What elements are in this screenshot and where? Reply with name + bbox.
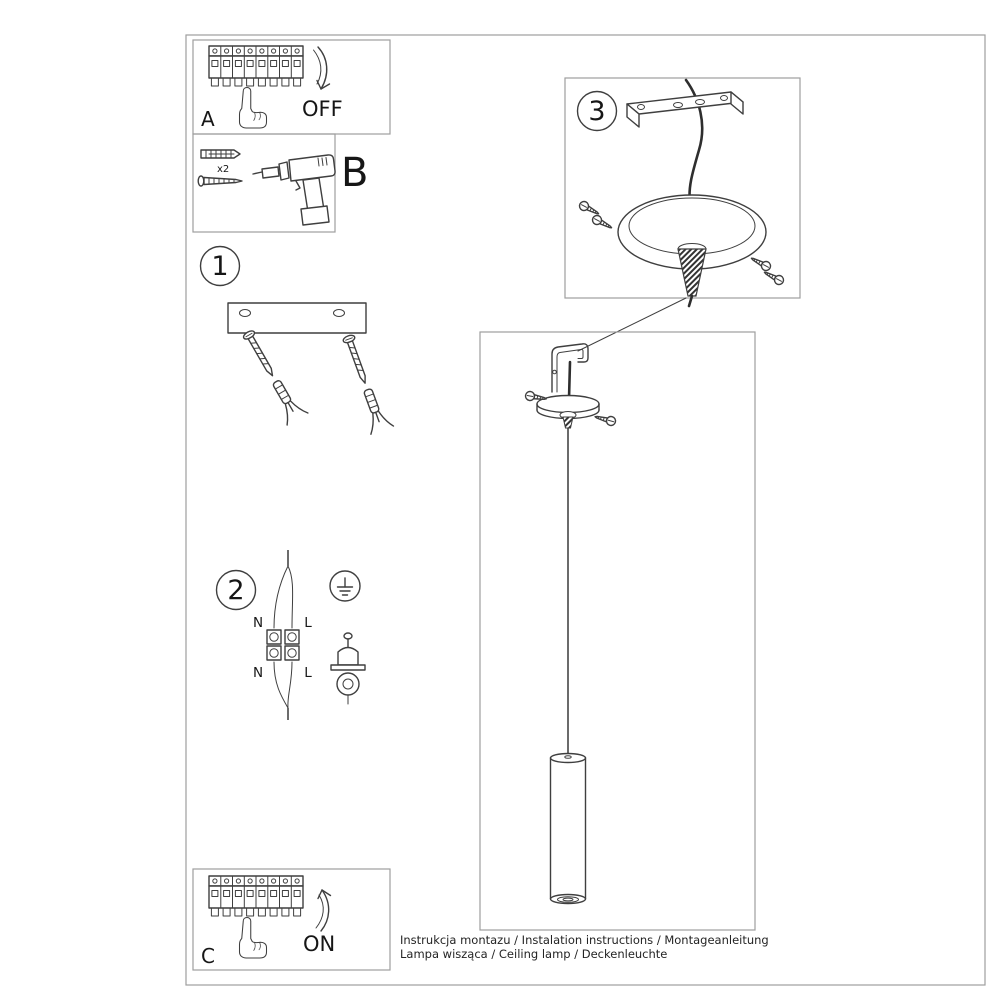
wire-n-top-label: N [253, 615, 263, 631]
lamp-cylinder [549, 752, 587, 905]
cable-top [567, 360, 572, 401]
hand-press-icon [238, 86, 268, 129]
panel-b-frame [192, 133, 336, 233]
terminal-block-icon [266, 629, 300, 661]
leader-line [577, 297, 687, 352]
wall-plug-icon [200, 149, 241, 159]
canopy-side-view [536, 394, 600, 429]
hand-press-icon [238, 916, 268, 959]
step-2-badge [215, 569, 257, 611]
pendant-lamp-view [479, 331, 756, 931]
screw-anchor-right-icon [335, 331, 395, 435]
strain-relief-small [562, 416, 574, 429]
drill-icon [252, 154, 336, 226]
pendant-frame [479, 331, 756, 931]
panel-b-letter: B [341, 150, 368, 196]
canopy-screw-icon [748, 253, 773, 273]
ceiling-bracket [626, 91, 744, 128]
screw-icon [197, 175, 243, 187]
canopy-screw-icon [593, 411, 618, 428]
step-1-number: 1 [211, 251, 228, 282]
panel-a: OFF A [192, 39, 391, 135]
footer: Instrukcja montazu / Instalation instruc… [400, 933, 769, 961]
step-3-frame [564, 77, 801, 299]
wire-n-bottom-label: N [253, 665, 263, 681]
on-label: ON [303, 932, 335, 956]
quantity-label: x2 [217, 164, 229, 175]
footer-line-2: Lampa wisząca / Ceiling lamp / Deckenleu… [400, 947, 667, 961]
rotate-on-arrow-icon [315, 889, 332, 932]
step-3: 3 [564, 77, 801, 308]
panel-c: ON C [192, 868, 391, 971]
footer-line-1: Instrukcja montazu / Instalation instruc… [400, 933, 769, 947]
hanger-bracket [551, 343, 589, 393]
panel-c-letter: C [201, 944, 215, 968]
sheet-border [185, 34, 986, 986]
step-2-number: 2 [227, 575, 244, 606]
ground-symbol-icon [329, 570, 361, 602]
wire-l-top-label: L [304, 615, 312, 631]
terminal-strip-icon [208, 875, 304, 917]
wiring-diagram: N L N L [253, 550, 312, 720]
panel-b: x2 B [192, 133, 368, 233]
screw-anchor-left-icon [236, 325, 309, 426]
panel-a-letter: A [201, 107, 215, 131]
mounting-plate [227, 302, 367, 334]
canopy [617, 194, 767, 308]
step-2: 2 N L N L [215, 550, 366, 720]
terminal-strip-icon [208, 45, 304, 87]
step-3-number: 3 [588, 96, 605, 127]
off-label: OFF [302, 97, 343, 121]
step-1-badge [199, 245, 241, 287]
wire-l-bottom-label: L [304, 665, 312, 681]
step-1: 1 [199, 245, 395, 435]
cable-clamp-icon [330, 632, 366, 705]
rotate-off-arrow-icon [313, 46, 331, 90]
canopy-screw-icon [590, 213, 615, 233]
panel-c-frame [192, 868, 391, 971]
strain-relief-cone [677, 248, 707, 297]
step-3-badge [576, 90, 618, 132]
